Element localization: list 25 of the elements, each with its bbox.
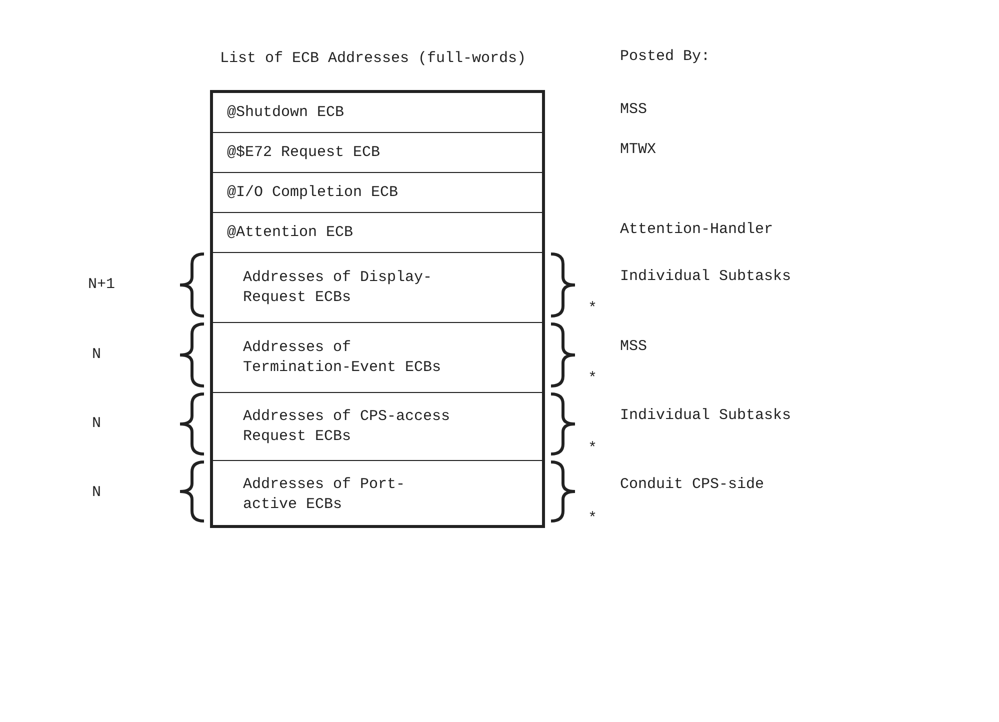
count-label: N xyxy=(92,415,102,433)
cell-text: Addresses of Termination-Event ECBs xyxy=(243,338,442,378)
poster-name: MSS xyxy=(620,338,648,356)
poster-name: MTWX xyxy=(620,141,656,159)
poster-name: MSS xyxy=(620,101,648,119)
cell-text: Addresses of CPS-access Request ECBs xyxy=(243,406,452,446)
cell-text: @Attention ECB xyxy=(227,222,354,242)
poster-name: Conduit CPS-side xyxy=(620,476,764,494)
poster-name: Individual Subtasks xyxy=(620,407,792,425)
count-label: N xyxy=(92,484,102,502)
cell-text: @Shutdown ECB xyxy=(227,102,346,122)
column-heading: Posted By: xyxy=(620,48,710,66)
cell-text: Addresses of Display-Request ECBs xyxy=(243,268,434,308)
count-label: N xyxy=(92,346,102,364)
cell-text: @$E72 Request ECB xyxy=(227,142,382,162)
poster-name: Attention-Handler xyxy=(620,221,774,239)
footnote-mark: * xyxy=(588,370,598,388)
footnote-mark: * xyxy=(588,440,598,458)
cell-text: @I/O Completion ECB xyxy=(227,182,400,202)
cell-text: Addresses of Port-active ECBs xyxy=(243,474,406,514)
count-label: N+1 xyxy=(88,276,116,294)
column-heading: List of ECB Addresses (full-words) xyxy=(220,50,526,68)
poster-name: Individual Subtasks xyxy=(620,268,792,286)
footnote-mark: * xyxy=(588,510,598,528)
footnote-mark: * xyxy=(588,300,598,318)
